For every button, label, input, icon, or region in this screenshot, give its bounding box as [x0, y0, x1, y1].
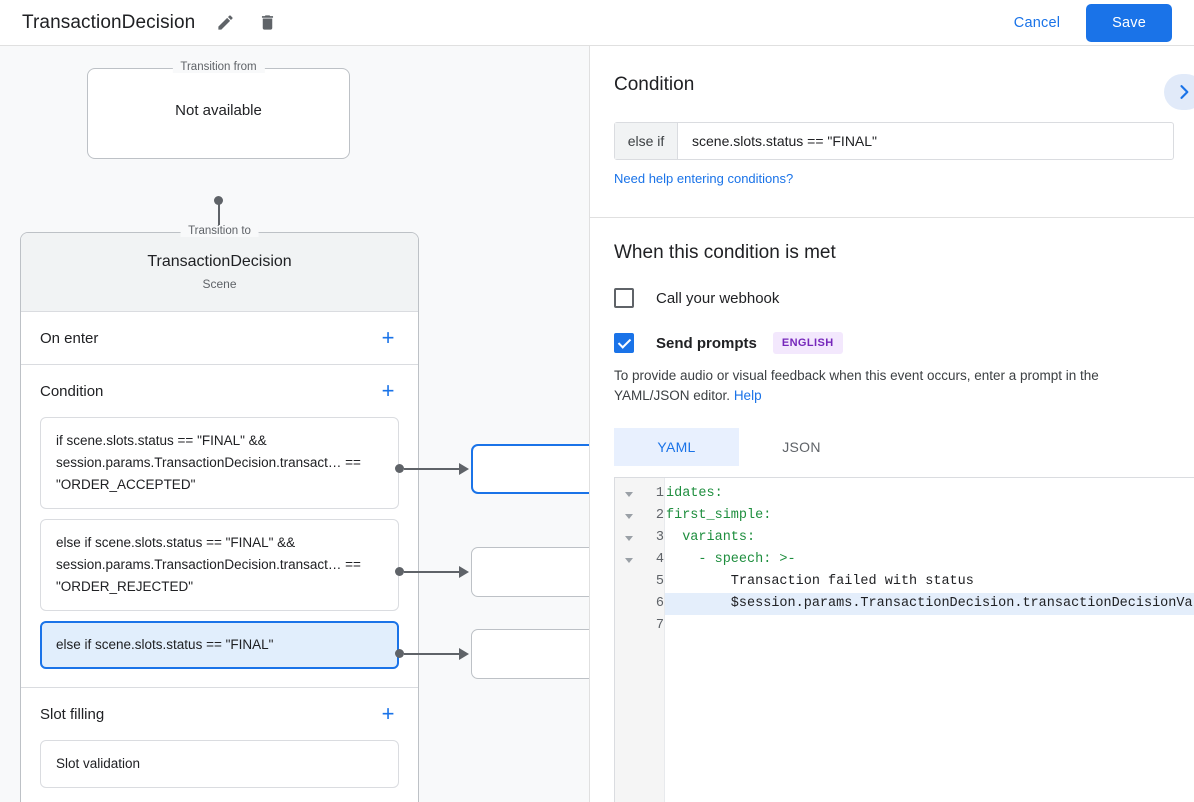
- section-head-slot-filling: Slot filling +: [40, 688, 399, 740]
- slot-validation-chip[interactable]: Slot validation: [40, 740, 399, 788]
- scene-name: TransactionDecision: [147, 253, 292, 270]
- condition-edge-arrow-3: [459, 648, 469, 660]
- condition-edge-3: [404, 653, 460, 655]
- tab-json[interactable]: JSON: [782, 439, 821, 455]
- help-link[interactable]: Help: [733, 388, 762, 403]
- section-condition: Condition + if scene.slots.status == "FI…: [21, 365, 418, 688]
- editor-line-number: 3: [655, 530, 664, 545]
- editor-code-line[interactable]: variants:: [666, 530, 756, 545]
- flow-canvas: Transition from Not available Transition…: [0, 46, 589, 802]
- condition-heading: Condition: [614, 74, 695, 95]
- editor-code-line[interactable]: [665, 615, 1194, 637]
- cancel-button[interactable]: Cancel: [1002, 7, 1072, 39]
- chevron-down-icon[interactable]: [625, 535, 633, 541]
- section-head-on-enter: On enter +: [40, 312, 399, 364]
- add-slot-filling-button[interactable]: +: [381, 701, 395, 726]
- send-prompts-row: Send prompts ENGLISH: [614, 332, 1170, 354]
- section-slot-filling: Slot filling + Slot validation: [21, 688, 418, 802]
- chevron-down-icon[interactable]: [625, 557, 633, 563]
- page-title: TransactionDecision: [22, 11, 196, 33]
- scene-header: TransactionDecision Scene: [21, 233, 418, 312]
- section-title-condition: Condition: [40, 382, 104, 400]
- condition-section: Condition else if Need help entering con…: [590, 46, 1194, 218]
- transition-from-legend: Transition from: [172, 61, 265, 73]
- condition-edge-2: [404, 571, 460, 573]
- section-title-on-enter: On enter: [40, 329, 99, 347]
- editor-fold-toggle[interactable]: [615, 549, 643, 571]
- chevron-down-icon[interactable]: [625, 491, 633, 497]
- chevron-right-icon[interactable]: [1164, 74, 1194, 110]
- editor-code-line[interactable]: $session.params.TransactionDecision.tran…: [665, 593, 1194, 615]
- condition-chip-3[interactable]: else if scene.slots.status == "FINAL": [40, 621, 399, 669]
- save-button[interactable]: Save: [1086, 3, 1172, 42]
- editor-line-number: 6: [655, 596, 664, 611]
- target-box-3[interactable]: [471, 629, 589, 679]
- condition-edge-arrow-1: [459, 463, 469, 475]
- trash-icon[interactable]: [255, 11, 279, 35]
- prompt-description: To provide audio or visual feedback when…: [614, 366, 1170, 406]
- code-editor[interactable]: 1 2 3 4 5 6 7 idates: first_simple: variants: -…: [614, 477, 1194, 802]
- target-box-2[interactable]: [471, 547, 589, 597]
- editor-line-numbers: 1 2 3 4 5 6 7: [643, 478, 665, 802]
- scene-type: Scene: [202, 277, 237, 291]
- condition-help-link[interactable]: Need help entering conditions?: [614, 171, 794, 186]
- editor-fold-toggle[interactable]: [615, 483, 643, 505]
- condition-input-row: else if: [614, 122, 1174, 160]
- webhook-row: Call your webhook: [614, 288, 1170, 308]
- condition-node-dot-1[interactable]: [395, 464, 404, 473]
- editor-line-number: 5: [655, 574, 664, 589]
- editor-code-line[interactable]: - speech: >-: [666, 552, 796, 567]
- language-badge: ENGLISH: [772, 332, 843, 354]
- section-title-slot-filling: Slot filling: [40, 705, 105, 723]
- condition-prefix-label: else if: [615, 123, 678, 159]
- editor-line-number: 4: [655, 552, 664, 567]
- condition-expression-input[interactable]: [678, 123, 1173, 159]
- condition-chip-2[interactable]: else if scene.slots.status == "FINAL" &&…: [40, 519, 399, 611]
- transition-from-value: Not available: [175, 102, 262, 119]
- when-met-heading: When this condition is met: [614, 242, 836, 263]
- target-box-1[interactable]: [471, 444, 589, 494]
- call-webhook-label: Call your webhook: [656, 289, 780, 307]
- editor-code-line[interactable]: first_simple:: [666, 508, 772, 523]
- editor-line-number: 1: [655, 486, 664, 501]
- add-condition-button[interactable]: +: [381, 378, 395, 403]
- editor-fold-toggle: [615, 615, 643, 637]
- editor-line-number: 7: [655, 618, 664, 633]
- editor-fold-toggle: [615, 593, 643, 615]
- editor-fold-gutter: [615, 478, 643, 802]
- editor-code-area[interactable]: idates: first_simple: variants: - speech:…: [665, 478, 1194, 802]
- condition-chip-1[interactable]: if scene.slots.status == "FINAL" && sess…: [40, 417, 399, 509]
- when-condition-met-section: When this condition is met Call your web…: [590, 218, 1194, 802]
- condition-node-dot-3[interactable]: [395, 649, 404, 658]
- condition-edge-arrow-2: [459, 566, 469, 578]
- details-panel: Condition else if Need help entering con…: [589, 46, 1194, 802]
- editor-code-line[interactable]: idates:: [666, 486, 723, 501]
- chevron-down-icon[interactable]: [625, 513, 633, 519]
- editor-fold-toggle[interactable]: [615, 527, 643, 549]
- prompt-description-text: To provide audio or visual feedback when…: [614, 368, 1099, 403]
- section-on-enter: On enter +: [21, 312, 418, 365]
- condition-node-dot-2[interactable]: [395, 567, 404, 576]
- editor-fold-toggle: [615, 571, 643, 593]
- transition-from-box: Transition from Not available: [87, 61, 350, 159]
- pencil-icon[interactable]: [213, 11, 237, 35]
- editor-line-number: 2: [655, 508, 664, 523]
- condition-edge-1: [404, 468, 460, 470]
- editor-fold-toggle[interactable]: [615, 505, 643, 527]
- add-on-enter-button[interactable]: +: [381, 325, 395, 350]
- transition-to-scene-card: Transition to TransactionDecision Scene …: [20, 225, 419, 802]
- transition-to-legend: Transition to: [180, 225, 259, 237]
- editor-code-line[interactable]: Transaction failed with status: [666, 574, 974, 589]
- editor-tabs: YAML JSON: [614, 428, 1170, 466]
- send-prompts-label: Send prompts: [656, 334, 757, 352]
- section-head-condition: Condition +: [40, 365, 399, 417]
- send-prompts-checkbox[interactable]: [614, 333, 634, 353]
- top-bar: TransactionDecision Cancel Save: [0, 0, 1194, 46]
- call-webhook-checkbox[interactable]: [614, 288, 634, 308]
- tab-yaml[interactable]: YAML: [614, 428, 739, 466]
- connector-dot: [214, 196, 223, 205]
